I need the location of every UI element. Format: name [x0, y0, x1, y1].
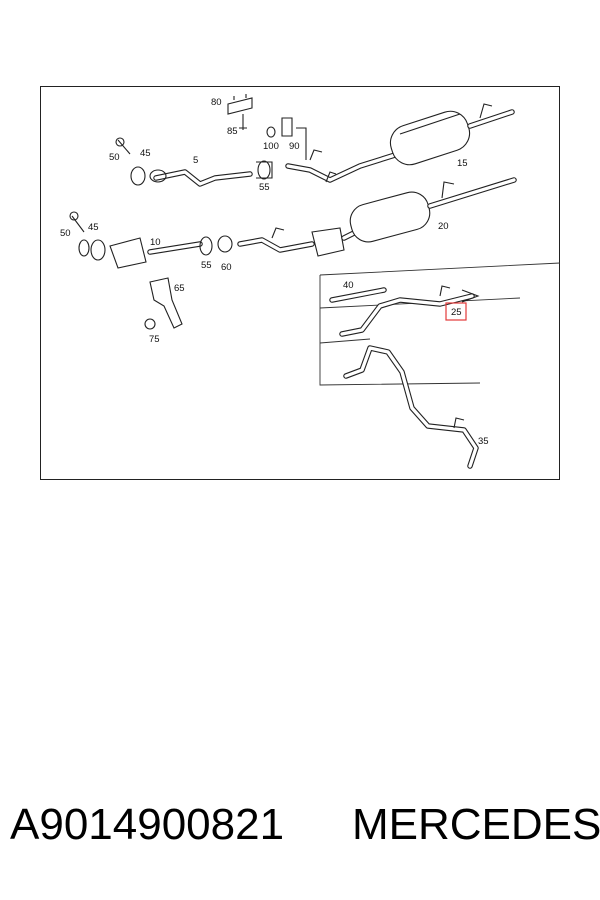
- callout-60: 60: [221, 262, 232, 273]
- callout-55-upper: 55: [259, 182, 270, 193]
- highlight-box: [445, 302, 467, 321]
- callout-65: 65: [174, 283, 185, 294]
- upper-exhaust-line: [115, 94, 515, 187]
- callout-10: 10: [150, 237, 161, 248]
- callout-100: 100: [263, 141, 279, 152]
- callout-90: 90: [289, 141, 300, 152]
- callout-50-lower: 50: [60, 228, 71, 239]
- brand-name: MERCEDES: [352, 800, 600, 849]
- callout-35: 35: [478, 436, 489, 447]
- callout-75: 75: [149, 334, 160, 345]
- callout-25-highlighted: 25: [451, 307, 462, 318]
- tailpipe-group: [319, 262, 561, 469]
- callout-55-lower: 55: [201, 260, 212, 271]
- callout-40: 40: [343, 280, 354, 291]
- callout-15: 15: [457, 158, 468, 169]
- callout-80: 80: [211, 97, 222, 108]
- callout-85: 85: [227, 126, 238, 137]
- callout-labels: 80 85 100 90 50 45 5 55 15 20 45 50 10 5…: [60, 97, 489, 447]
- callout-20: 20: [438, 221, 449, 232]
- middle-exhaust-line: [69, 177, 517, 330]
- exploded-parts-diagram: [40, 86, 560, 480]
- product-footer: A9014900821 MERCEDES: [0, 800, 600, 860]
- callout-50-upper: 50: [109, 152, 120, 163]
- callout-45-upper: 45: [140, 148, 151, 159]
- callout-45-lower: 45: [88, 222, 99, 233]
- callout-5: 5: [193, 155, 198, 166]
- part-number: A9014900821: [10, 800, 285, 849]
